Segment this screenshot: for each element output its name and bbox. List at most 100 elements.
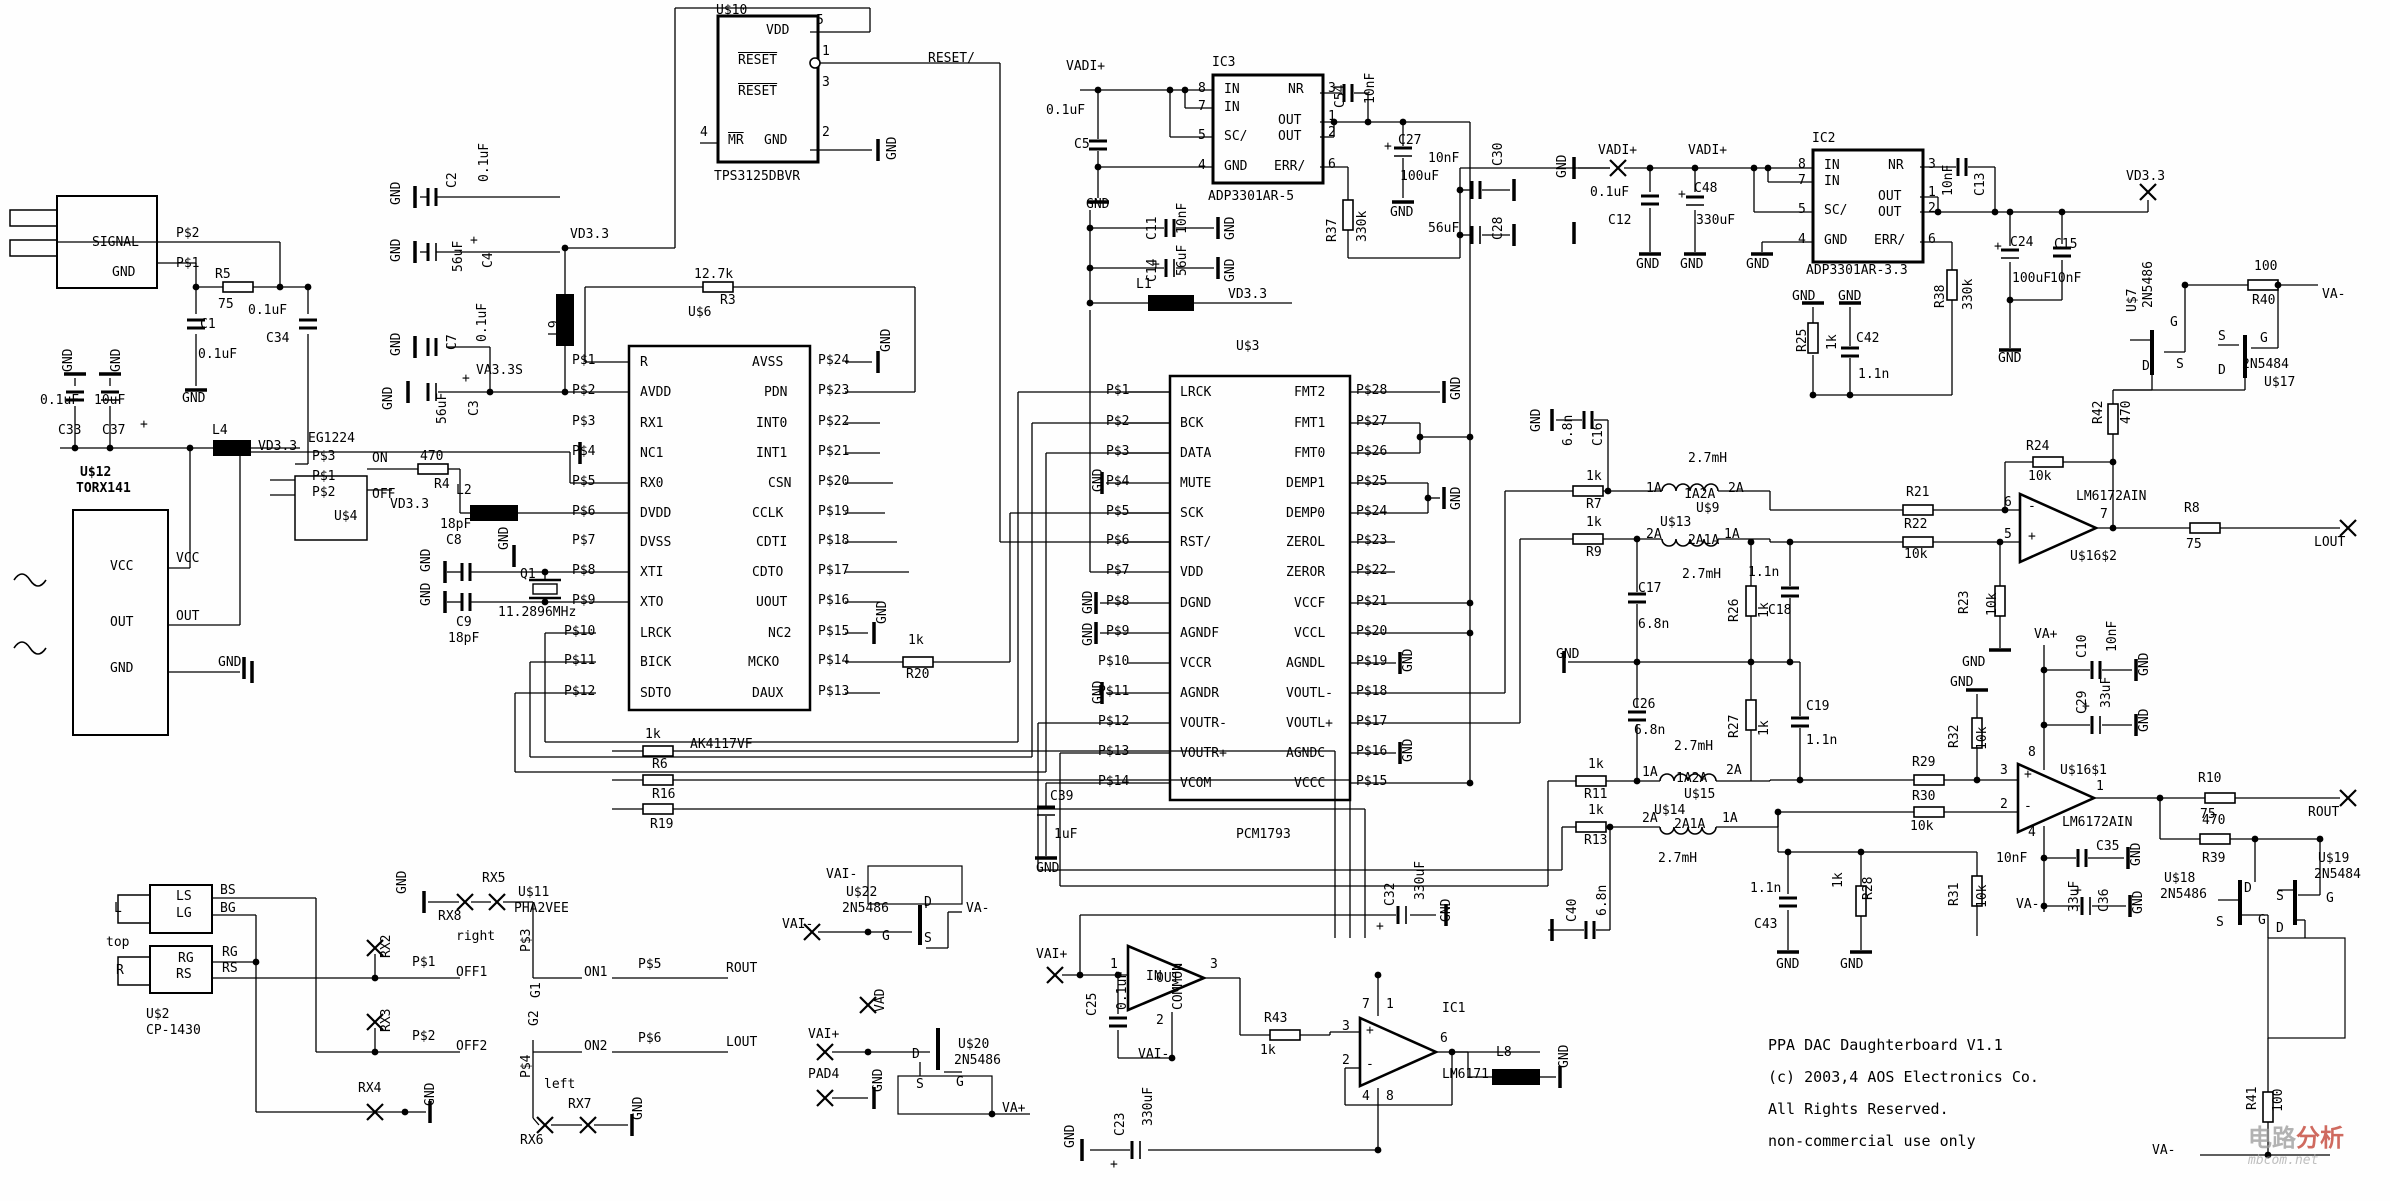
- label-u$14-326: U$14: [1654, 803, 1686, 818]
- label-p$18-99: P$18: [818, 533, 850, 548]
- label-d-292: D: [2142, 359, 2150, 374]
- label-off2-469: OFF2: [456, 1039, 488, 1054]
- label-+-178: +: [1152, 257, 1160, 272]
- label-470-374: 470: [2202, 813, 2226, 828]
- label-2-405: 2: [1342, 1053, 1350, 1068]
- label-2.7mh-267: 2.7mH: [1682, 567, 1722, 582]
- label-gnd-500: GND: [1824, 233, 1848, 248]
- label-sc/-498: SC/: [1824, 203, 1848, 218]
- label-gnd-362: GND: [2137, 708, 2152, 732]
- label-330uf-418: 330uF: [1141, 1086, 1156, 1126]
- label-4-350: 4: [2028, 825, 2036, 840]
- label-3-34: 3: [822, 75, 830, 90]
- label-g-437: G: [956, 1075, 964, 1090]
- label-avss-86: AVSS: [752, 355, 784, 370]
- label-r27-313: R27: [1727, 714, 1742, 738]
- label-adp3301ar-3.3-509: ADP3301AR-3.3: [1806, 263, 1908, 278]
- label-1uf-249: 1uF: [1054, 827, 1078, 842]
- label-bck-186: BCK: [1180, 416, 1204, 431]
- label-10uf-14: 10uF: [94, 393, 126, 408]
- label-1k-114: 1k: [645, 727, 661, 742]
- label-p$4-68: P$4: [572, 444, 596, 459]
- label-c39-248: C39: [1050, 789, 1074, 804]
- label-2.7mh-319: 2.7mH: [1674, 739, 1714, 754]
- label-rx4-475: RX4: [358, 1081, 382, 1096]
- label-2a-322: 2A: [1726, 763, 1742, 778]
- label-u$3-182: U$3: [1236, 339, 1260, 354]
- label-p$4-189: P$4: [1106, 474, 1130, 489]
- label-2n5484-300: 2N5484: [2242, 357, 2289, 372]
- label-sc/-149: SC/: [1224, 129, 1248, 144]
- label-p$18-232: P$18: [1356, 684, 1388, 699]
- label-g-298: G: [2260, 331, 2268, 346]
- label-out-25: OUT: [176, 609, 200, 624]
- label-rx2-459: RX2: [379, 934, 394, 958]
- label-gnd-179: GND: [1223, 258, 1238, 282]
- label-lm6171-401: LM6171: [1442, 1067, 1489, 1082]
- label-int0-90: INT0: [756, 416, 788, 431]
- label-vcom-210: VCOM: [1180, 776, 1212, 791]
- label-u$9-260: U$9: [1696, 501, 1720, 516]
- label-1a-320: 1A: [1642, 765, 1658, 780]
- label-vccc-237: VCCC: [1294, 776, 1326, 791]
- label-gnd-310: GND: [1950, 675, 1974, 690]
- label-vccl-227: VCCL: [1294, 626, 1326, 641]
- label-va--366: VA-: [2016, 897, 2040, 912]
- label-int1-92: INT1: [756, 446, 788, 461]
- label---352: -: [2024, 799, 2032, 814]
- label-u$18-376: U$18: [2164, 871, 2196, 886]
- label-1.1n-272: 1.1n: [1748, 565, 1780, 580]
- label-56uf-46: 56uF: [451, 240, 466, 272]
- label-c37-16: C37: [102, 423, 126, 438]
- label-p$10-201: P$10: [1098, 654, 1130, 669]
- label-c13-511: C13: [1973, 172, 1988, 196]
- label-vd3.3-19: VD3.3: [258, 439, 298, 454]
- label-rx8-453: RX8: [438, 909, 462, 924]
- label-gnd-491: GND: [1746, 257, 1770, 272]
- label-dvss-75: DVSS: [640, 535, 672, 550]
- label-s-379: S: [2216, 915, 2224, 930]
- label-3-501: 3: [1928, 157, 1936, 172]
- label-gnd-132: GND: [497, 526, 512, 550]
- label-p$28-212: P$28: [1356, 383, 1388, 398]
- label-gnd-52: GND: [381, 386, 396, 410]
- label-+-512: +: [1994, 239, 2002, 254]
- label-100uf-514: 100uF: [2012, 271, 2052, 286]
- label-gnd-37: GND: [764, 133, 788, 148]
- label-p$12-84: P$12: [564, 684, 596, 699]
- label-p$3-66: P$3: [572, 414, 596, 429]
- label-ic3-143: IC3: [1212, 55, 1236, 70]
- label-rout-464: ROUT: [726, 961, 758, 976]
- title-line-3: All Rights Reserved.: [1768, 1100, 1949, 1118]
- label-lm6172ain-280: LM6172AIN: [2076, 489, 2147, 504]
- label-top-444: top: [106, 935, 130, 950]
- label-d-435: D: [912, 1047, 920, 1062]
- label-1k-399: 1k: [1260, 1043, 1276, 1058]
- label-0.1uf-13: 0.1uF: [40, 393, 80, 408]
- label-agndl-229: AGNDL: [1286, 656, 1326, 671]
- label-rg-448: RG: [222, 945, 238, 960]
- label-+-286: +: [2028, 529, 2036, 544]
- label-lout-472: LOUT: [726, 1035, 758, 1050]
- label-nr-153: NR: [1288, 82, 1304, 97]
- label-p$2-185: P$2: [1106, 414, 1130, 429]
- label-bs-442: BS: [220, 883, 236, 898]
- label-6-282: 6: [2004, 495, 2012, 510]
- label-p$15-238: P$15: [1356, 774, 1388, 789]
- label-left-474: left: [544, 1077, 576, 1092]
- label-gnd-242: GND: [1091, 468, 1106, 492]
- label-gnd-41: GND: [885, 136, 900, 160]
- watermark-site: mbcom.net: [2248, 1153, 2319, 1168]
- label-vai--424: VAI-: [782, 917, 814, 932]
- label-c30-170: C30: [1491, 142, 1506, 166]
- label-rs-447: RS: [176, 967, 192, 982]
- label-6-406: 6: [1440, 1031, 1448, 1046]
- label-uout-102: UOUT: [756, 595, 788, 610]
- label-7-284: 7: [2100, 507, 2108, 522]
- label-r19-118: R19: [650, 817, 674, 832]
- label-cdti-98: CDTI: [756, 535, 788, 550]
- label-10k-279: 10k: [2028, 469, 2052, 484]
- label-2.7mh-256: 2.7mH: [1688, 451, 1728, 466]
- label-vd3.3-57: VD3.3: [570, 227, 610, 242]
- label-0.1uf-44: 0.1uF: [477, 142, 492, 182]
